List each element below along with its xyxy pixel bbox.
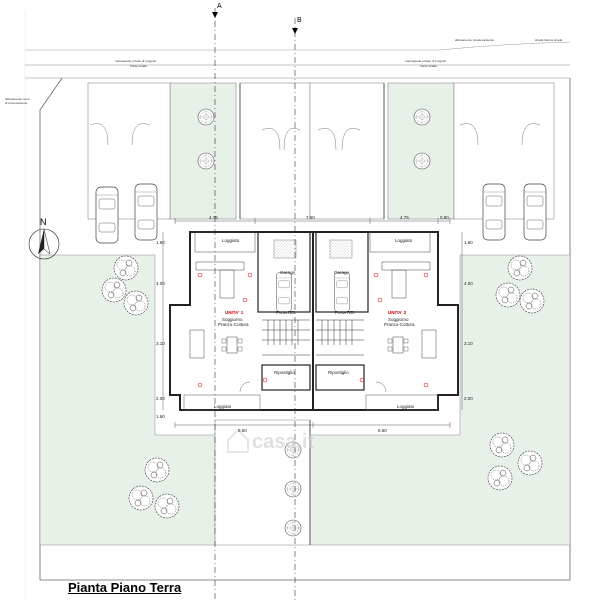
annotation-top-right-1: allineamento strada esistente <box>455 38 494 42</box>
north-label: N <box>40 217 47 227</box>
dim-right-4: 2.00 <box>464 396 473 401</box>
room-loggiato-top-right: Loggiato <box>395 238 413 243</box>
dim-left-2: 4.00 <box>156 281 165 286</box>
room-ripostiglio-left: Ripostiglio <box>274 370 295 375</box>
annotation-marciapiede-left: marciapiede privato di progetto <box>115 59 157 63</box>
road-lines <box>24 10 571 600</box>
room-soggiorno-left-sub: Pranzo-Cottura <box>218 322 249 327</box>
dim-top-2: 7.50 <box>306 215 315 220</box>
room-garage-right: Garage <box>334 270 350 275</box>
watermark-text: casa.it <box>252 431 315 453</box>
dim-left-1: 1.60 <box>156 240 165 245</box>
section-lines <box>212 8 298 600</box>
dim-left-4: 2.00 <box>156 396 165 401</box>
room-soggiorno-right-sub: Pranzo-Cottura <box>384 322 415 327</box>
label-porta-right: Porta REI <box>335 310 355 315</box>
label-unita-2: UNITA' 2 <box>388 310 407 315</box>
dim-bottom-1: 8.60 <box>238 428 247 433</box>
label-unita-1: UNITA' 1 <box>225 310 244 315</box>
section-marker-a: A <box>217 3 222 10</box>
annotation-left-note-2: di cinta esistente <box>5 101 28 105</box>
room-soggiorno-left: Soggiorno <box>222 317 243 322</box>
annotation-left-note-1: allineamento muro <box>5 97 30 101</box>
annotation-marciapiede-left-sub: fronte strada <box>130 64 147 68</box>
room-loggiato-top-left: Loggiato <box>222 238 240 243</box>
building <box>169 231 459 411</box>
dim-left-5: 1.60 <box>156 414 165 419</box>
north-arrow-icon <box>28 228 60 260</box>
label-porta-left: Porta REI <box>276 310 296 315</box>
dim-right-2: 4.00 <box>464 281 473 286</box>
annotation-top-right-2: strada bianca strada <box>535 38 563 42</box>
annotation-marciapiede-right: marciapiede privato di progetto <box>405 59 447 63</box>
dim-right-3: 3.10 <box>464 341 473 346</box>
dim-top-1: 4.75 <box>209 215 218 220</box>
room-loggiato-bottom-right: Loggiato <box>397 404 415 409</box>
front-gardens <box>169 82 455 220</box>
dim-top-3: 4.75 <box>400 215 409 220</box>
room-garage-left: Garage <box>280 270 296 275</box>
room-soggiorno-right: Soggiorno <box>388 317 409 322</box>
room-loggiato-bottom-left: Loggiato <box>214 404 232 409</box>
page-title: Pianta Piano Terra <box>68 580 182 595</box>
watermark <box>227 428 249 453</box>
room-ripostiglio-right: Ripostiglio <box>328 370 349 375</box>
dimension-lines <box>162 218 463 428</box>
annotation-marciapiede-right-sub: fronte strada <box>420 64 437 68</box>
dim-right-1: 1.60 <box>464 240 473 245</box>
section-marker-b: B <box>297 17 302 24</box>
dim-top-4: 0.80 <box>440 215 449 220</box>
fixture-markers <box>197 272 429 388</box>
dim-left-3: 3.10 <box>156 341 165 346</box>
dim-bottom-2: 8.60 <box>378 428 387 433</box>
